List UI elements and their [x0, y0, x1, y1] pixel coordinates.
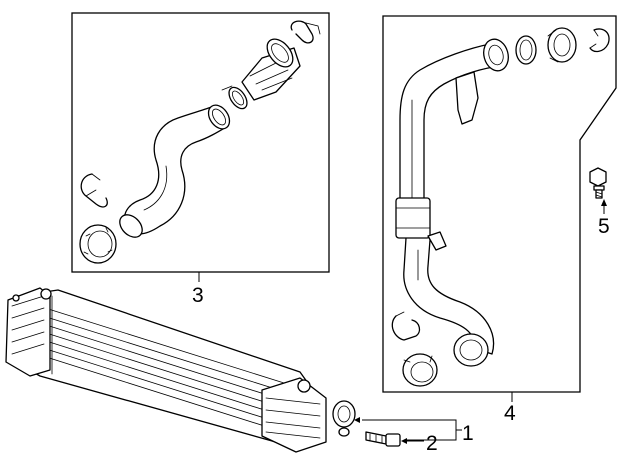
inlet-hose-3 [119, 104, 231, 238]
coupling-lower-4 [402, 353, 438, 387]
arrow-5 [601, 199, 607, 206]
retaining-clip-left-3 [80, 173, 108, 208]
o-ring-4 [515, 35, 537, 65]
callout-4: 4 [504, 402, 516, 425]
callout-3: 3 [192, 284, 204, 307]
retaining-clip-lower-4 [391, 311, 421, 341]
group-box-4 [382, 15, 617, 393]
retaining-clip-top-3 [290, 20, 321, 44]
arrow-2 [401, 438, 407, 444]
callout-2: 2 [426, 432, 438, 455]
sensor-2 [365, 431, 401, 447]
coupling-upper-4 [547, 27, 577, 63]
intercooler-core [5, 287, 356, 453]
callout-1: 1 [462, 422, 474, 445]
hose-clamp-3 [221, 85, 248, 110]
callout-5: 5 [598, 215, 610, 238]
group-box-3 [71, 12, 330, 273]
bolt-5 [589, 167, 607, 199]
outlet-pipe-4 [395, 38, 509, 367]
coupling-ring-3 [79, 224, 117, 264]
leader-1 [354, 417, 462, 441]
air-duct-connector-3 [241, 38, 301, 101]
retaining-clip-upper-4 [589, 28, 610, 53]
